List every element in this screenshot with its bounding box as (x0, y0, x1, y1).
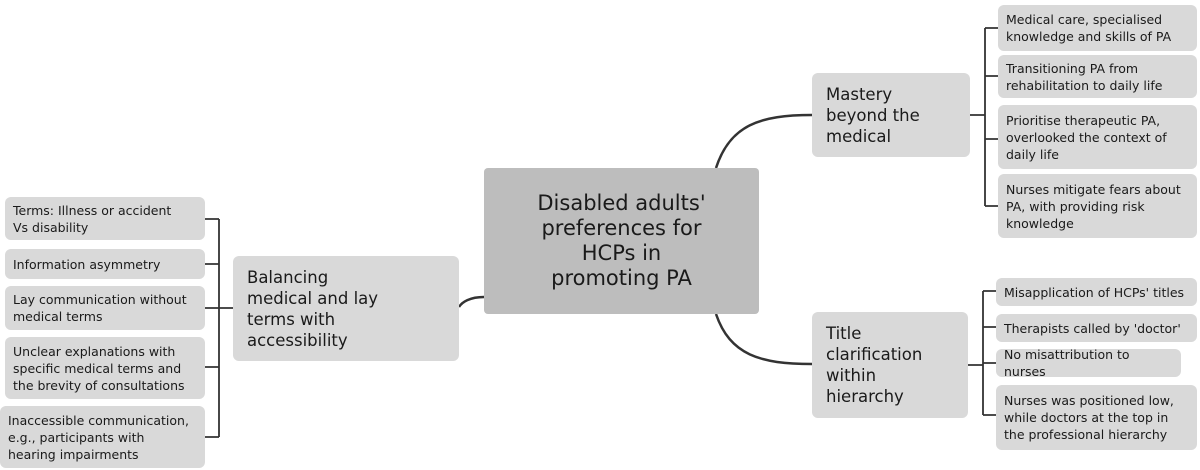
leaf-balancing-1: Terms: Illness or accident Vs disability (5, 197, 205, 240)
branch-title-clarification: Title clarification within hierarchy (812, 312, 968, 418)
leaf-label: Unclear explanations with specific medic… (13, 343, 185, 393)
root-node: Disabled adults' preferences for HCPs in… (484, 168, 759, 314)
root-label: Disabled adults' preferences for HCPs in… (537, 191, 706, 290)
leaf-balancing-4: Unclear explanations with specific medic… (5, 337, 205, 399)
branch-balancing-terms: Balancing medical and lay terms with acc… (233, 256, 459, 361)
leaf-label: Nurses mitigate fears about PA, with pro… (1006, 181, 1181, 231)
leaf-label: Prioritise therapeutic PA, overlooked th… (1006, 112, 1167, 162)
leaf-title-1: Misapplication of HCPs' titles (996, 278, 1197, 306)
connector-root-title (714, 313, 813, 366)
leaf-mastery-2: Transitioning PA from rehabilitation to … (998, 55, 1197, 98)
leaf-label: Transitioning PA from rehabilitation to … (1006, 60, 1163, 93)
leaf-balancing-2: Information asymmetry (5, 249, 205, 279)
leaf-title-3: No misattribution to nurses (996, 347, 1181, 379)
leaf-label: Therapists called by 'doctor' (1004, 320, 1181, 336)
leaf-mastery-4: Nurses mitigate fears about PA, with pro… (998, 174, 1197, 238)
leaf-label: Misapplication of HCPs' titles (1004, 284, 1185, 300)
leaf-label: Inaccessible communication, e.g., partic… (8, 412, 189, 462)
leaf-mastery-3: Prioritise therapeutic PA, overlooked th… (998, 105, 1197, 169)
leaf-title-4: Nurses was positioned low, while doctors… (996, 385, 1197, 450)
connector-mastery-bracket (970, 27, 998, 207)
leaf-label: Nurses was positioned low, while doctors… (1004, 393, 1174, 442)
leaf-title-2: Therapists called by 'doctor' (996, 314, 1197, 342)
branch-label: Balancing medical and lay terms with acc… (247, 267, 379, 350)
branch-label: Mastery beyond the medical (826, 84, 920, 146)
connector-title-bracket (968, 290, 996, 416)
leaf-mastery-1: Medical care, specialised knowledge and … (998, 5, 1197, 51)
leaf-label: Information asymmetry (13, 256, 161, 272)
leaf-label: Terms: Illness or accident Vs disability (13, 202, 172, 235)
connector-root-mastery (714, 113, 813, 169)
leaf-label: Lay communication without medical terms (13, 292, 187, 324)
leaf-label: No misattribution to nurses (1004, 347, 1130, 379)
leaf-balancing-5: Inaccessible communication, e.g., partic… (0, 406, 205, 468)
leaf-balancing-3: Lay communication without medical terms (5, 286, 205, 330)
branch-mastery: Mastery beyond the medical (812, 73, 970, 157)
branch-label: Title clarification within hierarchy (826, 324, 923, 406)
connector-balancing-bracket (205, 218, 233, 438)
connector-root-balancing (457, 295, 485, 308)
leaf-label: Medical care, specialised knowledge and … (1006, 12, 1172, 44)
